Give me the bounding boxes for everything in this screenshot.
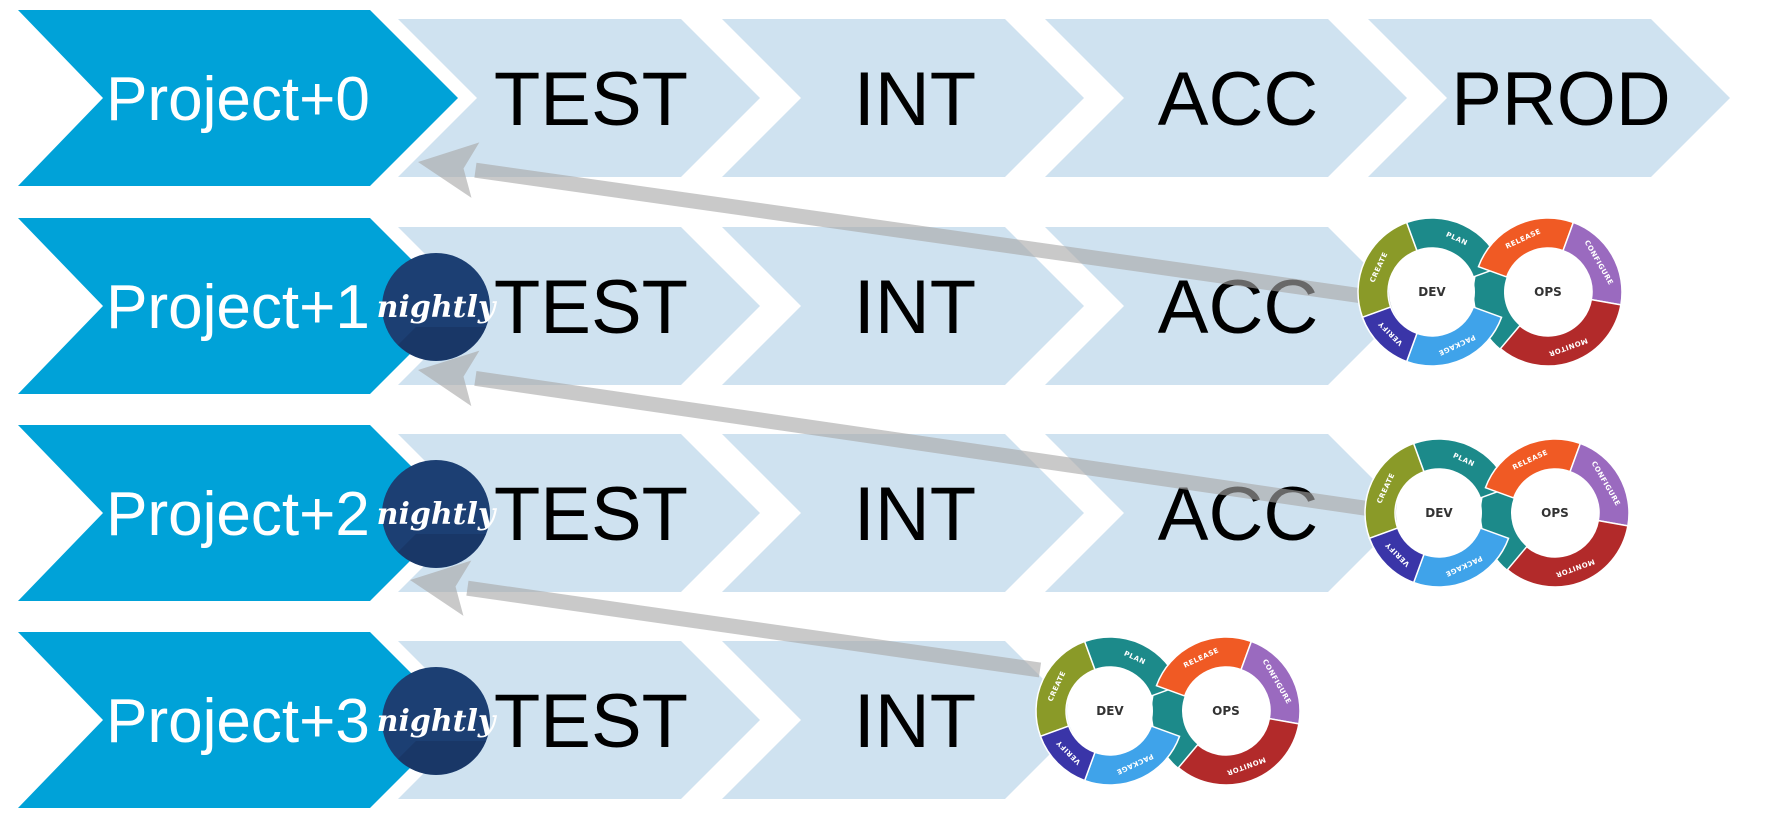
promotion-arrow-shaft — [474, 162, 1414, 311]
project-label: Project+3 — [106, 687, 370, 756]
promotion-arrow — [418, 142, 1414, 311]
project-label: Project+1 — [106, 273, 370, 342]
stage-chevron — [1368, 19, 1730, 177]
stage-label: ACC — [1158, 57, 1318, 142]
stage-chevron — [398, 434, 760, 592]
nightly-badge-shadow — [398, 741, 486, 775]
nightly-label: nightly — [377, 497, 498, 532]
stage-label: TEST — [494, 679, 688, 764]
project-label: Project+0 — [106, 65, 370, 134]
loop-segment-verify — [1368, 527, 1425, 584]
loop-dev-label: DEV — [1096, 704, 1124, 718]
loop-ops-label: OPS — [1212, 704, 1240, 718]
nightly-label: nightly — [377, 290, 498, 325]
stage-chevron — [722, 641, 1084, 799]
stage-label: TEST — [494, 472, 688, 557]
loop-dev-label: DEV — [1425, 506, 1453, 520]
stage-chevron — [722, 227, 1084, 385]
stage-label: PROD — [1451, 57, 1671, 142]
promotion-arrows — [410, 142, 1414, 678]
stage-label: INT — [854, 472, 976, 557]
stage-label: TEST — [494, 265, 688, 350]
nightly-label: nightly — [377, 704, 498, 739]
loop-segment-monitor — [1499, 298, 1622, 367]
loop-ops-label: OPS — [1541, 506, 1569, 520]
promotion-arrow-shaft — [474, 370, 1414, 523]
nightly-badge-shadow — [398, 534, 486, 568]
project-arrow — [18, 425, 458, 601]
loop-segment-verify — [1039, 725, 1096, 782]
promotion-arrow-head — [418, 142, 480, 198]
promotion-arrow-head — [418, 350, 480, 407]
promotion-arrow — [410, 560, 1042, 678]
promotion-arrow — [418, 350, 1414, 523]
stage-label: TEST — [494, 57, 688, 142]
project-arrow — [18, 10, 458, 186]
project-arrow — [18, 218, 458, 394]
nightly-badge: nightly — [377, 253, 498, 361]
nightly-badges: nightly nightly nightly — [377, 253, 498, 775]
stage-label: INT — [854, 679, 976, 764]
project-arrow — [18, 632, 458, 808]
stage-chevron — [398, 227, 760, 385]
nightly-badge: nightly — [377, 460, 498, 568]
nightly-badge-shadow — [398, 327, 486, 361]
loop-segment-verify — [1361, 306, 1418, 363]
loop-segment-monitor — [1506, 519, 1629, 588]
stage-label: INT — [854, 265, 976, 350]
stage-chevron — [398, 641, 760, 799]
loop-ops-label: OPS — [1534, 285, 1562, 299]
promotion-arrow-head — [410, 560, 472, 616]
project-label: Project+2 — [106, 480, 370, 549]
stage-chevron — [722, 434, 1084, 592]
stage-chevron — [1045, 19, 1407, 177]
loop-dev-label: DEV — [1418, 285, 1446, 299]
stage-label: INT — [854, 57, 976, 142]
stage-chevron — [722, 19, 1084, 177]
promotion-arrow-shaft — [466, 580, 1042, 678]
loop-segment-monitor — [1177, 717, 1300, 786]
stage-chevron — [398, 19, 760, 177]
nightly-badge: nightly — [377, 667, 498, 775]
